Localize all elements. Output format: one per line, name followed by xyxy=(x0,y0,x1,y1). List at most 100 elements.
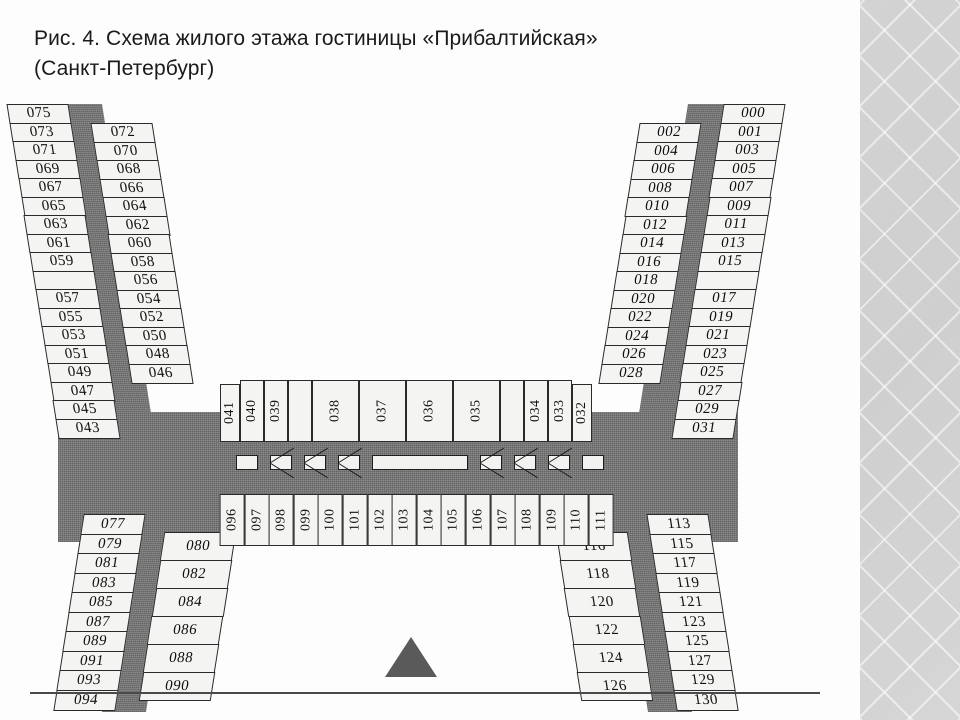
room-tr-outer-025[interactable]: 025 xyxy=(679,363,745,383)
room-tr-outer-003[interactable]: 003 xyxy=(714,141,780,161)
room-tr-outer-001[interactable]: 001 xyxy=(717,122,783,142)
room-bl-outer-085[interactable]: 085 xyxy=(68,592,134,613)
corridor-top-room-035[interactable]: 035 xyxy=(453,380,500,442)
corridor-bottom-room-104[interactable]: 104 xyxy=(416,494,442,546)
corridor-top-room-038[interactable]: 038 xyxy=(312,380,359,442)
room-tl-outer-051[interactable]: 051 xyxy=(44,344,110,364)
corridor-top-room-041[interactable]: 041 xyxy=(220,384,240,442)
room-bl-inner-088[interactable]: 088 xyxy=(142,644,220,673)
room-bl-outer-077[interactable]: 077 xyxy=(80,514,146,535)
room-br-outer-119[interactable]: 119 xyxy=(655,572,721,593)
room-bl-outer-087[interactable]: 087 xyxy=(65,611,131,632)
corridor-bottom-room-097[interactable]: 097 xyxy=(244,494,270,546)
room-tr-inner-004[interactable]: 004 xyxy=(633,141,699,161)
room-tl-inner-058[interactable]: 058 xyxy=(110,252,176,272)
room-tr-outer-009[interactable]: 009 xyxy=(705,196,772,216)
room-bl-outer-093[interactable]: 093 xyxy=(56,670,122,691)
room-tl-inner-060[interactable]: 060 xyxy=(107,234,173,254)
room-tl-outer-067[interactable]: 067 xyxy=(18,178,84,198)
room-tl-outer-069[interactable]: 069 xyxy=(15,159,81,179)
room-tr-inner-024[interactable]: 024 xyxy=(604,326,670,346)
room-bl-inner-086[interactable]: 086 xyxy=(147,616,224,645)
corridor-bottom-room-099[interactable]: 099 xyxy=(293,494,319,546)
room-tl-inner-048[interactable]: 048 xyxy=(125,345,191,365)
room-tl-inner-056[interactable]: 056 xyxy=(113,271,179,291)
room-br-inner-124[interactable]: 124 xyxy=(572,644,650,673)
room-tr-inner-016[interactable]: 016 xyxy=(616,252,682,272)
room-tl-inner-068[interactable]: 068 xyxy=(96,160,162,180)
corridor-bottom-room-111[interactable]: 111 xyxy=(589,494,614,546)
corridor-top-room-gap-3[interactable] xyxy=(288,380,312,442)
room-tl-inner-054[interactable]: 054 xyxy=(116,289,182,309)
room-tl-outer-045[interactable]: 045 xyxy=(52,400,118,420)
room-tl-inner-070[interactable]: 070 xyxy=(93,141,159,161)
room-tr-outer-017[interactable]: 017 xyxy=(691,289,757,309)
room-br-outer-129[interactable]: 129 xyxy=(670,670,736,691)
room-tl-outer-065[interactable]: 065 xyxy=(20,196,87,216)
room-tr-outer-011[interactable]: 011 xyxy=(703,215,769,235)
room-tr-outer-031[interactable]: 031 xyxy=(671,418,737,438)
room-br-outer-125[interactable]: 125 xyxy=(664,631,730,652)
corridor-top-room-033[interactable]: 033 xyxy=(548,380,572,442)
room-tl-inner-052[interactable]: 052 xyxy=(119,308,185,328)
room-tl-outer-075[interactable]: 075 xyxy=(6,104,72,124)
corridor-bottom-room-096[interactable]: 096 xyxy=(220,494,245,546)
room-tl-outer-053[interactable]: 053 xyxy=(41,326,107,346)
room-bl-outer-079[interactable]: 079 xyxy=(77,533,143,554)
room-br-inner-120[interactable]: 120 xyxy=(564,588,641,617)
room-tr-outer-013[interactable]: 013 xyxy=(700,233,766,253)
room-tr-inner-014[interactable]: 014 xyxy=(619,234,685,254)
room-bl-outer-091[interactable]: 091 xyxy=(59,650,125,671)
corridor-bottom-room-101[interactable]: 101 xyxy=(343,494,368,546)
corridor-bottom-room-105[interactable]: 105 xyxy=(441,494,466,546)
room-tl-outer-071[interactable]: 071 xyxy=(12,141,78,161)
room-tl-inner-064[interactable]: 064 xyxy=(102,197,168,217)
room-tr-outer-019[interactable]: 019 xyxy=(688,307,754,327)
room-tl-inner-050[interactable]: 050 xyxy=(122,326,188,346)
room-tl-outer-063[interactable]: 063 xyxy=(23,215,89,235)
corridor-bottom-room-109[interactable]: 109 xyxy=(539,494,565,546)
room-tr-outer-000[interactable]: 000 xyxy=(720,104,786,124)
room-bl-inner-090[interactable]: 090 xyxy=(138,672,216,701)
room-tl-outer-055[interactable]: 055 xyxy=(38,307,104,327)
corridor-bottom-room-106[interactable]: 106 xyxy=(466,494,491,546)
room-tr-inner-002[interactable]: 002 xyxy=(636,123,702,143)
room-tr-inner-022[interactable]: 022 xyxy=(607,308,673,328)
room-br-outer-123[interactable]: 123 xyxy=(661,611,727,632)
room-tl-inner-066[interactable]: 066 xyxy=(99,178,165,198)
corridor-top-room-036[interactable]: 036 xyxy=(406,380,453,442)
room-tr-inner-028[interactable]: 028 xyxy=(598,363,664,383)
corridor-bottom-room-107[interactable]: 107 xyxy=(490,494,516,546)
corridor-bottom-room-108[interactable]: 108 xyxy=(515,494,540,546)
room-tr-inner-026[interactable]: 026 xyxy=(601,345,667,365)
room-tr-outer-029[interactable]: 029 xyxy=(674,400,740,420)
corridor-bottom-room-110[interactable]: 110 xyxy=(564,494,589,546)
room-tl-outer-049[interactable]: 049 xyxy=(47,363,113,383)
room-br-outer-117[interactable]: 117 xyxy=(652,553,718,574)
corridor-bottom-room-100[interactable]: 100 xyxy=(318,494,343,546)
room-tr-outer-015[interactable]: 015 xyxy=(697,252,763,272)
room-br-outer-121[interactable]: 121 xyxy=(658,592,724,613)
room-tr-inner-006[interactable]: 006 xyxy=(630,160,696,180)
corridor-top-room-032[interactable]: 032 xyxy=(572,384,592,442)
room-bl-outer-089[interactable]: 089 xyxy=(62,631,128,652)
room-tl-outer-gap-9[interactable] xyxy=(32,270,98,290)
room-tl-outer-057[interactable]: 057 xyxy=(35,289,101,309)
corridor-top-room-039[interactable]: 039 xyxy=(264,380,288,442)
corridor-top-room-040[interactable]: 040 xyxy=(240,380,264,442)
room-br-inner-118[interactable]: 118 xyxy=(559,560,637,589)
room-tr-outer-005[interactable]: 005 xyxy=(711,159,777,179)
room-tr-outer-021[interactable]: 021 xyxy=(685,326,751,346)
corridor-top-room-037[interactable]: 037 xyxy=(359,380,406,442)
room-bl-outer-083[interactable]: 083 xyxy=(71,572,137,593)
room-bl-inner-084[interactable]: 084 xyxy=(151,588,228,617)
corridor-bottom-room-103[interactable]: 103 xyxy=(392,494,417,546)
room-br-outer-127[interactable]: 127 xyxy=(667,650,733,671)
room-tl-outer-047[interactable]: 047 xyxy=(49,381,116,401)
room-br-outer-113[interactable]: 113 xyxy=(646,514,712,535)
room-bl-inner-082[interactable]: 082 xyxy=(155,560,233,589)
room-tr-inner-010[interactable]: 010 xyxy=(624,197,690,217)
room-tr-inner-008[interactable]: 008 xyxy=(627,178,693,198)
room-tl-outer-073[interactable]: 073 xyxy=(9,122,75,142)
room-tl-inner-046[interactable]: 046 xyxy=(128,363,194,383)
